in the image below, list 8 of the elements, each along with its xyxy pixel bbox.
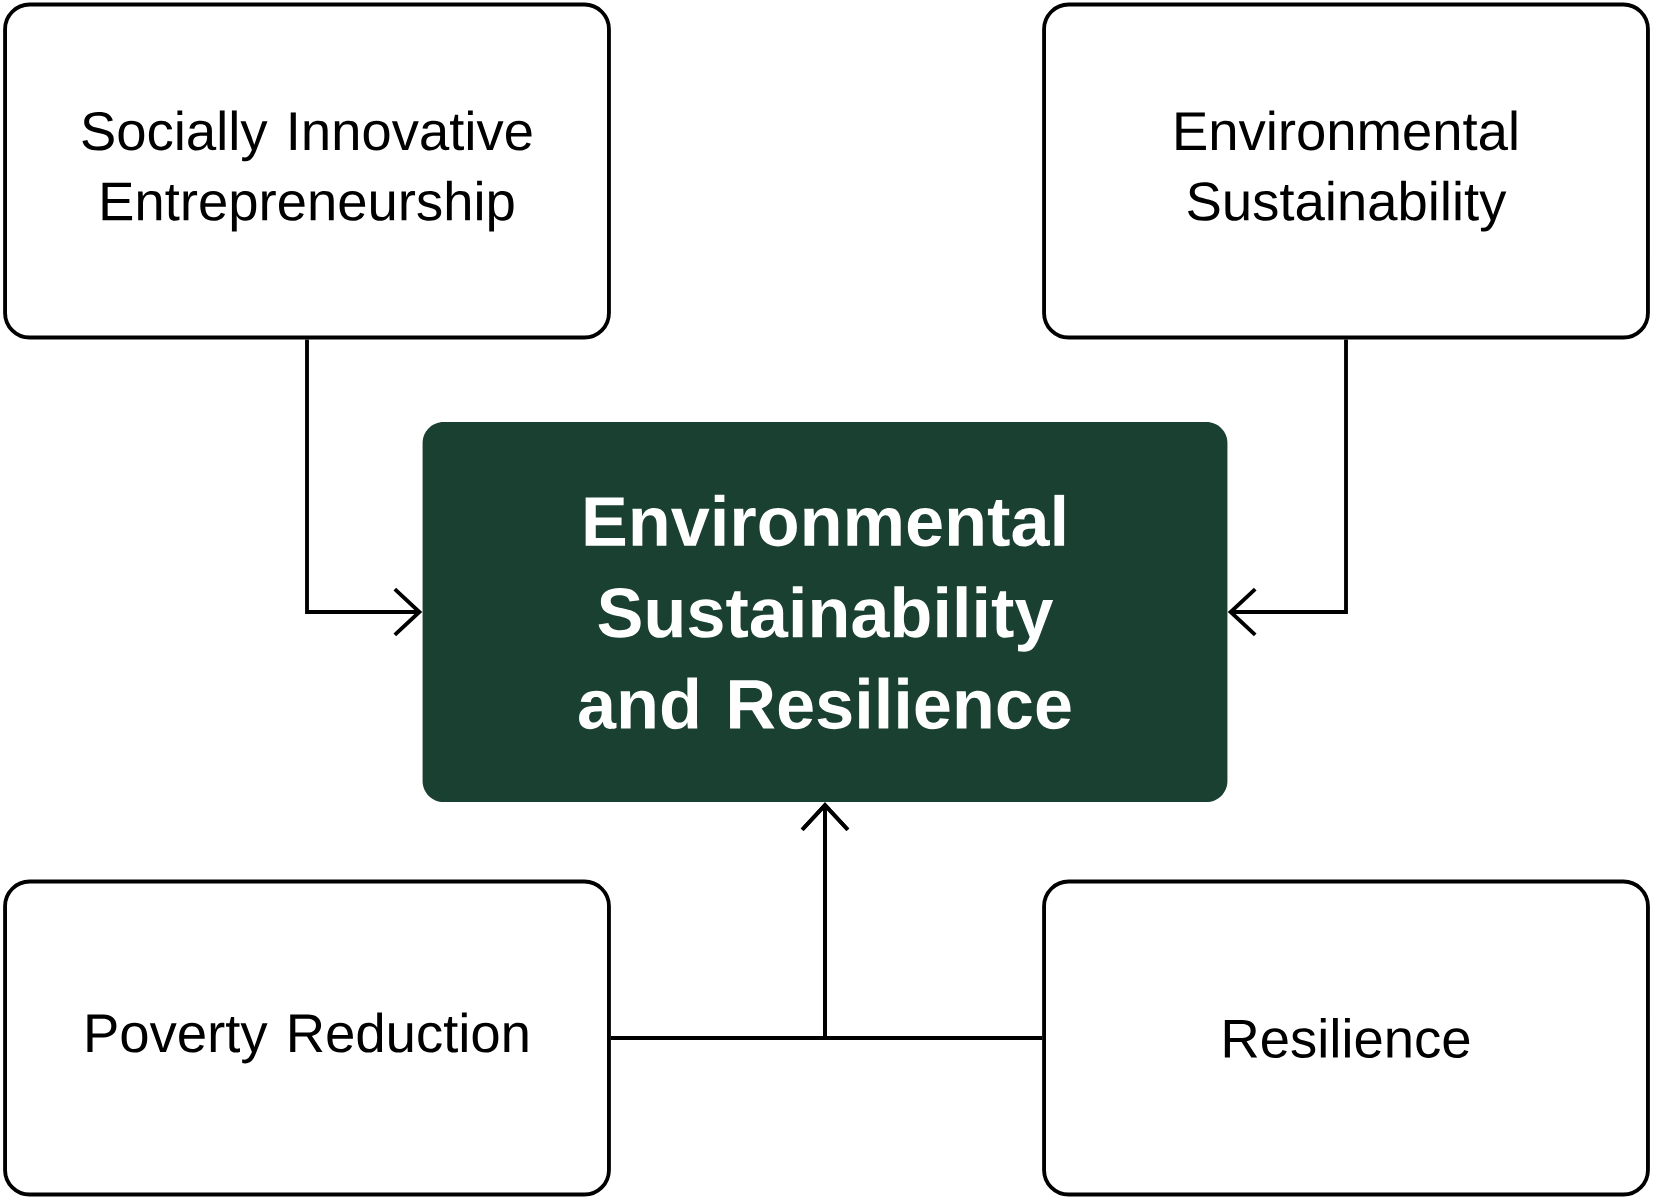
concept-box: Resilience [1042, 879, 1650, 1197]
concept-box: Poverty Reduction [3, 879, 611, 1197]
arrow [800, 802, 1043, 1040]
concept-box: Environmental Sustainability [1042, 2, 1650, 340]
arrow [305, 339, 423, 637]
arrow [1227, 339, 1348, 637]
concept-box: Socially Innovative Entrepreneurship [3, 2, 611, 340]
main-box: Environmental Sustainability and Resilience [422, 422, 1228, 802]
